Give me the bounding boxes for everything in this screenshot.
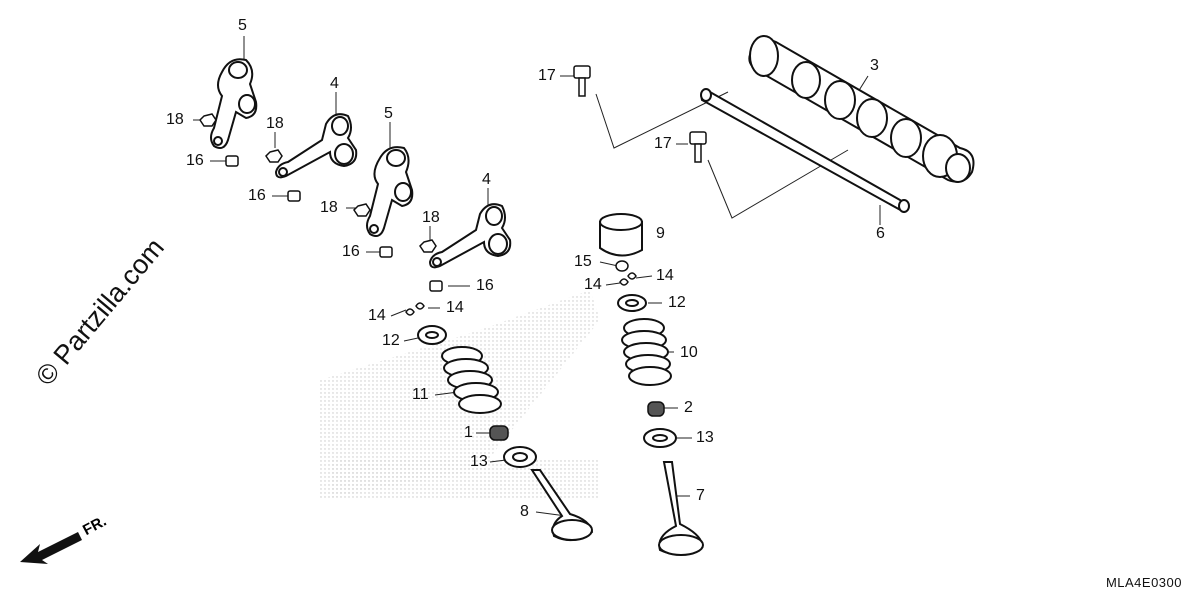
callout-5-right: 5	[384, 105, 393, 122]
callout-18-c: 18	[320, 199, 338, 216]
callout-17-bottom: 17	[654, 135, 672, 152]
spring-10	[621, 318, 672, 386]
callout-1: 1	[464, 424, 473, 441]
callout-4-right: 4	[482, 171, 491, 188]
rocker-shaft	[700, 88, 910, 214]
callout-13-right: 13	[696, 429, 714, 446]
camshaft	[748, 35, 975, 183]
callout-12-left: 12	[382, 332, 400, 349]
callout-2: 2	[684, 399, 693, 416]
valve-lifter	[599, 213, 643, 257]
rocker-arm-5-right	[366, 146, 414, 237]
rocker-arm-5-left	[210, 58, 258, 149]
callout-11: 11	[412, 386, 429, 403]
callout-14-c: 14	[656, 267, 674, 284]
diagram-code: MLA4E0300	[1105, 575, 1182, 590]
bolts-17	[573, 65, 707, 163]
callout-15: 15	[574, 253, 592, 270]
rocker-arm-4-left	[274, 113, 358, 179]
callout-9: 9	[656, 225, 665, 242]
callout-18-d: 18	[422, 209, 440, 226]
shim-and-cotters	[405, 260, 637, 316]
callout-14-b: 14	[446, 299, 464, 316]
spring-seats-13	[503, 428, 677, 468]
callout-5-left: 5	[238, 17, 247, 34]
callout-17-top: 17	[538, 67, 556, 84]
callout-18-a: 18	[166, 111, 184, 128]
nuts-18	[199, 113, 437, 253]
callout-4-left: 4	[330, 75, 339, 92]
front-direction-arrow-icon	[20, 532, 82, 564]
callout-3: 3	[870, 57, 879, 74]
rocker-arm-4-right	[428, 203, 512, 269]
callout-14-d: 14	[584, 276, 602, 293]
callout-16-b: 16	[248, 187, 266, 204]
valve-7	[658, 461, 704, 556]
callout-16-c: 16	[342, 243, 360, 260]
stem-seals	[489, 401, 665, 441]
adjusting-screws-16	[225, 155, 443, 292]
valve-8	[530, 469, 594, 542]
callout-6: 6	[876, 225, 885, 242]
callout-16-a: 16	[186, 152, 204, 169]
callout-13-left: 13	[470, 453, 488, 470]
callout-12-right: 12	[668, 294, 686, 311]
callout-18-b: 18	[266, 115, 284, 132]
callout-14-a: 14	[368, 307, 386, 324]
callout-8: 8	[520, 503, 529, 520]
retainers-12	[417, 294, 647, 345]
callout-7: 7	[696, 487, 705, 504]
callout-16-d: 16	[476, 277, 494, 294]
callout-10: 10	[680, 344, 698, 361]
spring-11	[441, 346, 502, 414]
leader-lines	[193, 36, 881, 517]
